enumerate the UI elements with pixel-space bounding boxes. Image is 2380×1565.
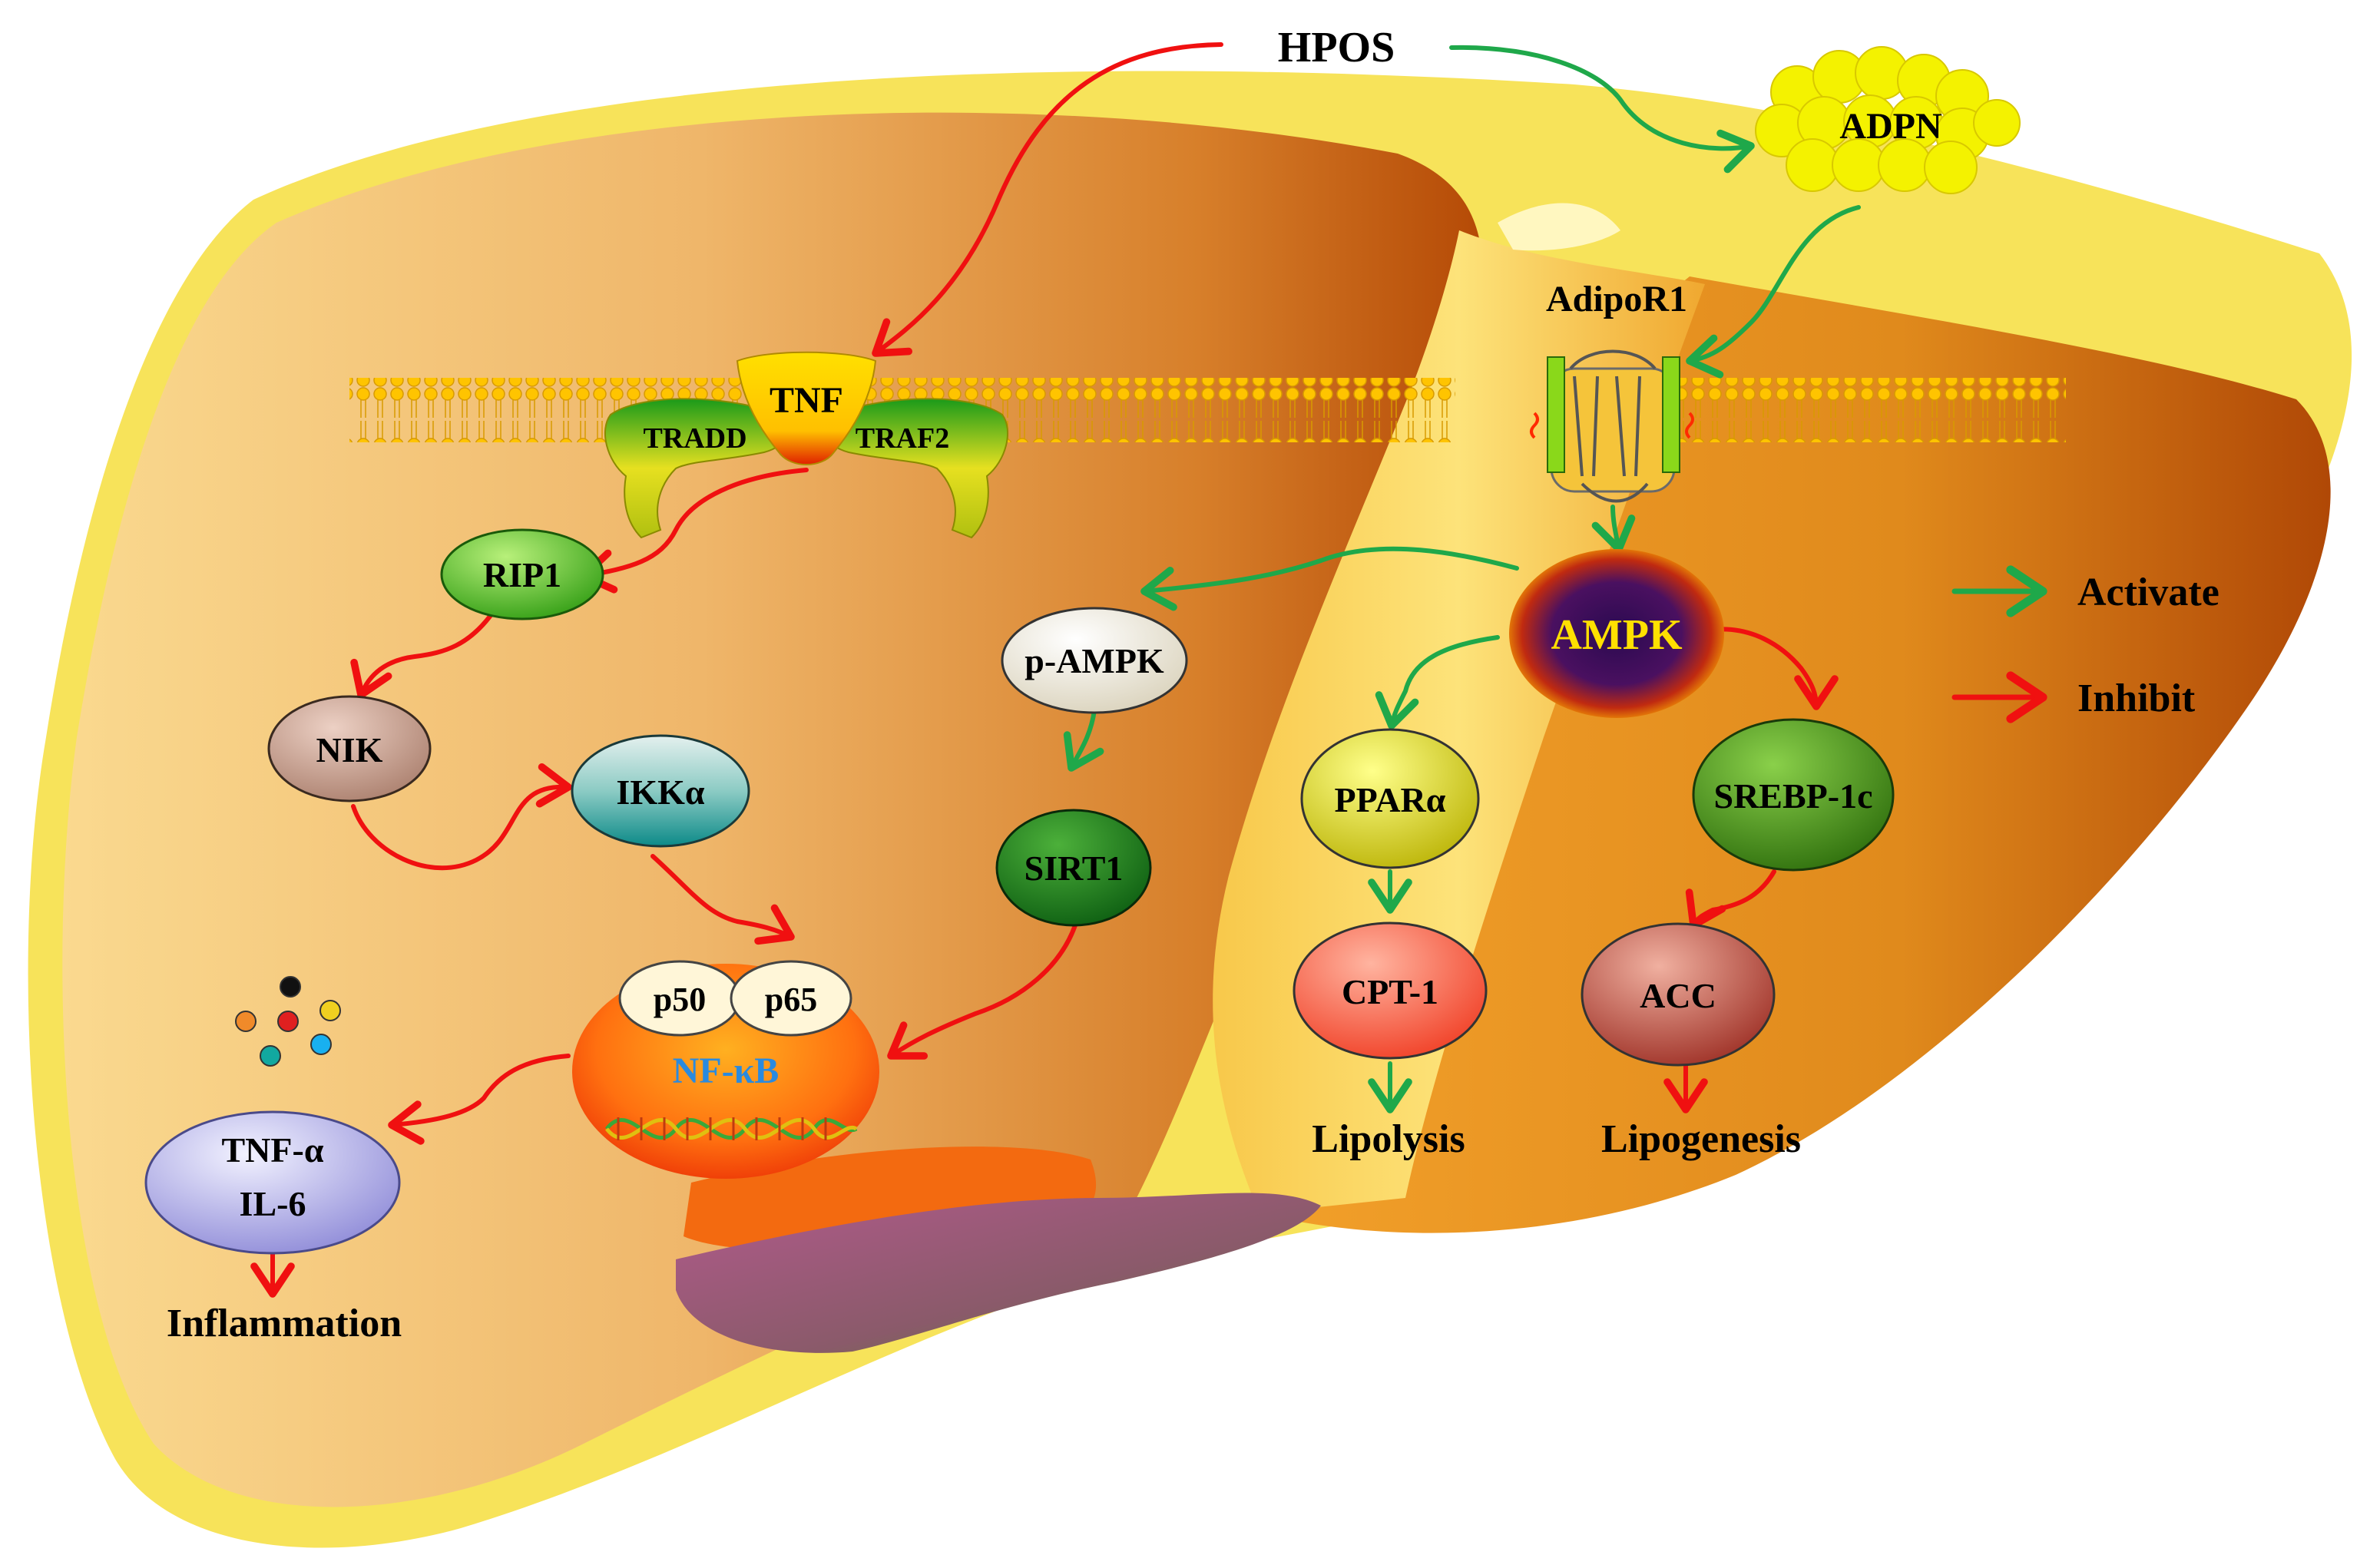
hpos-label: HPOS: [1278, 24, 1395, 71]
ikka-label: IKKα: [616, 773, 704, 812]
tnf-label: TNF: [770, 380, 843, 421]
acc-label: ACC: [1640, 976, 1716, 1015]
arrow-rip1-to-nik: [350, 612, 494, 699]
node-nfkb: p50 p65 NF-κB: [572, 960, 879, 1179]
cytokine-dots-icon: [235, 976, 341, 1067]
adpn-label: ADPN: [1839, 106, 1942, 147]
arrow-nik-to-ikka: [351, 763, 572, 871]
rip1-label: RIP1: [483, 555, 561, 594]
arrow-hpos-to-tnf: [872, 42, 1223, 357]
tradd-label: TRADD: [643, 422, 746, 455]
arrow-adipor1-to-ampk: [1591, 505, 1636, 553]
node-cpt1: CPT-1: [1293, 921, 1488, 1060]
liver-ligament: [1498, 203, 1620, 251]
arrow-ampk-to-pampk: [1140, 546, 1519, 611]
cell-membrane-right: [1651, 378, 2066, 442]
tnf-ligand: [736, 351, 877, 465]
arrow-adpn-to-adipor1: [1686, 205, 1861, 379]
tnfa-label: TNF-α: [222, 1130, 324, 1170]
nik-label: NIK: [316, 730, 383, 769]
adipor1-receptor-icon: [1530, 349, 1694, 503]
arrow-ikka-to-nfkb: [650, 854, 795, 945]
pampk-label: p-AMPK: [1024, 641, 1164, 680]
cpt1-label: CPT-1: [1342, 972, 1438, 1011]
arrow-ampk-to-ppara: [1375, 635, 1500, 730]
legend-inhibit-label: Inhibit: [2077, 677, 2196, 720]
arrow-tnf-to-rip1: [580, 468, 809, 594]
node-ampk: AMPK: [1509, 549, 1724, 718]
dna-helix-icon: [605, 1117, 858, 1140]
receptor-helix-2: [1662, 356, 1680, 473]
arrow-sirt1-to-nfkb: [887, 923, 1077, 1060]
adipor1-label: AdipoR1: [1546, 279, 1687, 319]
gallbladder: [676, 1193, 1321, 1353]
nfkb-label: NF-κB: [673, 1051, 780, 1091]
node-nik: NIK: [267, 695, 432, 802]
receptor-loops: [1569, 349, 1657, 503]
node-ikka: IKKα: [571, 734, 750, 848]
tradd-adaptor: [604, 398, 791, 539]
receptor-helix-1: [1547, 356, 1565, 473]
srebp1c-label: SREBP-1c: [1714, 776, 1873, 816]
node-rip1: RIP1: [440, 528, 604, 620]
sirt1-label: SIRT1: [1024, 849, 1124, 888]
tnf-receptor-complex: TNF TRADD TRAF2: [604, 351, 1009, 539]
node-acc: ACC: [1581, 922, 1776, 1067]
receptor-body: [1550, 367, 1676, 493]
node-tnfa-il6: TNF-α IL-6: [144, 1110, 401, 1255]
il6-label: IL-6: [240, 1184, 306, 1223]
p65-subunit: [730, 960, 852, 1037]
arrow-ampk-to-srebp: [1710, 627, 1839, 710]
legend: Activate Inhibit: [1951, 565, 2219, 723]
traf2-adaptor: [822, 398, 1009, 539]
inflammation-label: Inflammation: [167, 1302, 402, 1345]
receptor-signal-marks: [1530, 412, 1694, 439]
ppara-label: PPARα: [1335, 780, 1446, 819]
node-sirt1: SIRT1: [995, 809, 1152, 927]
arrow-pampk-to-sirt1: [1063, 708, 1104, 772]
node-pampk: p-AMPK: [1001, 607, 1188, 714]
adpn-cluster-icon: [1755, 46, 2021, 194]
p65-label: p65: [765, 981, 817, 1018]
liver-left-lobe: [62, 112, 1483, 1507]
lipolysis-label: Lipolysis: [1312, 1117, 1465, 1161]
ampk-label: AMPK: [1551, 611, 1683, 659]
p50-label: p50: [654, 981, 706, 1018]
node-ppara: PPARα: [1300, 728, 1480, 869]
lipogenesis-label: Lipogenesis: [1601, 1117, 1801, 1161]
pathway-arrows: [250, 42, 1861, 1298]
arrow-nfkb-to-tnfa: [388, 1054, 571, 1145]
arrow-srebp-to-acc: [1685, 869, 1776, 929]
node-srebp1c: SREBP-1c: [1692, 718, 1895, 872]
traf2-label: TRAF2: [856, 422, 949, 455]
legend-activate-label: Activate: [2077, 571, 2219, 614]
arrow-hpos-to-adpn: [1449, 45, 1755, 174]
